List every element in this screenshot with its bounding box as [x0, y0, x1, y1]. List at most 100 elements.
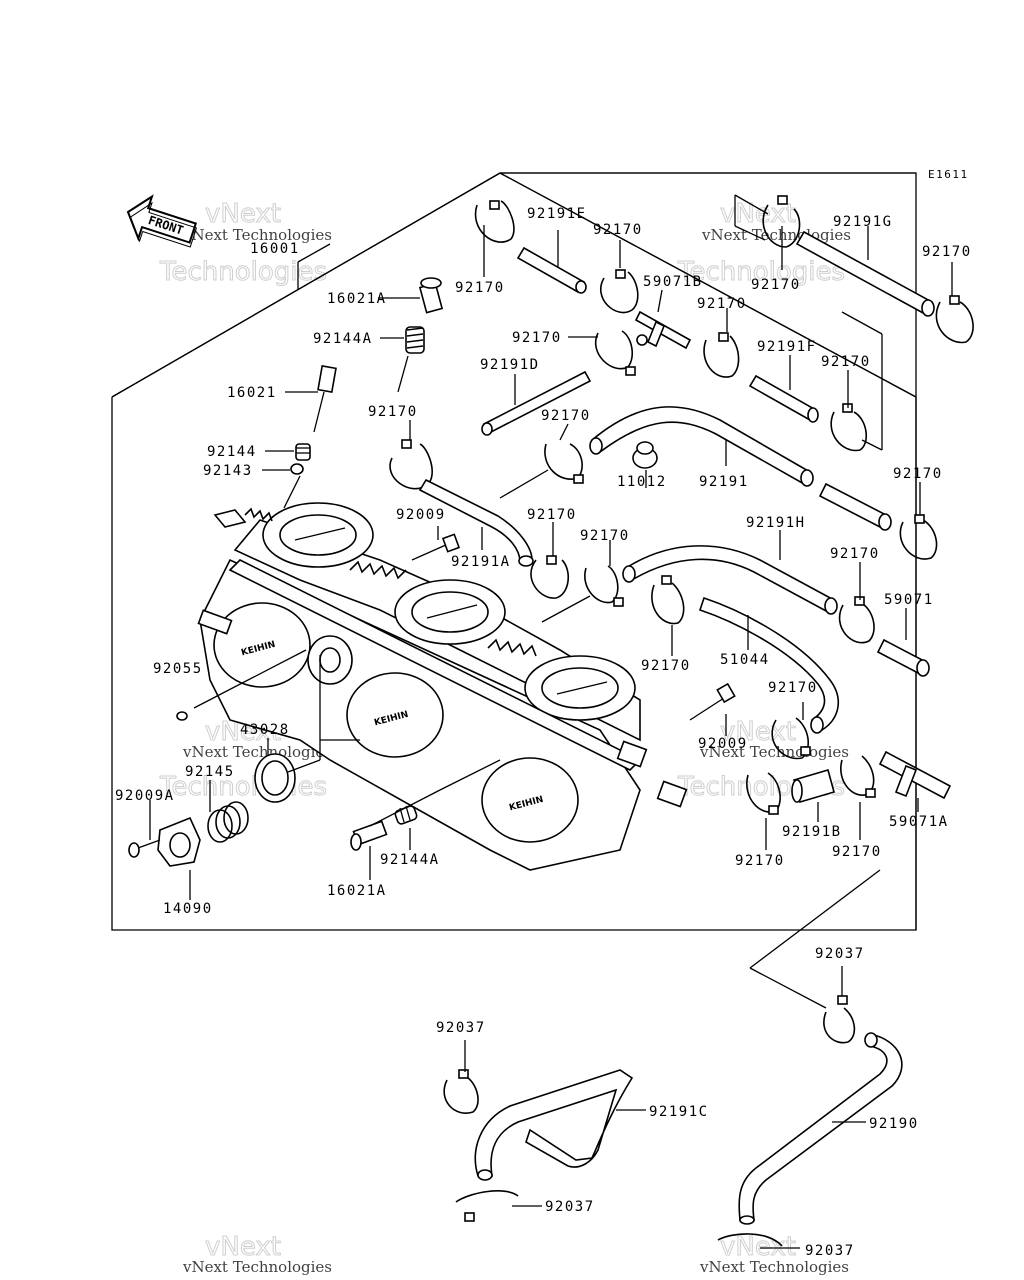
clamp-92037-b: [443, 1069, 479, 1114]
svg-text:vNext: vNext: [205, 199, 281, 229]
svg-text:vNext: vNext: [205, 1232, 281, 1262]
label-92170-i: 92170: [922, 244, 972, 260]
label-92170-l: 92170: [830, 546, 880, 562]
tee-fitting-59071B: [634, 310, 692, 350]
svg-text:vNext Technologies: vNext Technologies: [182, 226, 332, 244]
label-92143: 92143: [203, 463, 253, 479]
watermark-top-left: vNext Technologies vNext Technologies: [159, 199, 333, 288]
carburetor-assembly: KEIHIN KEIHIN KEIHIN: [197, 502, 688, 871]
svg-text:vNext Technologies: vNext Technologies: [701, 226, 851, 244]
label-16021: 16021: [227, 385, 277, 401]
screw-92009A: [128, 839, 161, 858]
screw-16021A-bottom: [350, 820, 388, 851]
pilot-screw-16021a: [418, 277, 444, 314]
label-92170-j: 92170: [821, 354, 871, 370]
label-92144: 92144: [207, 444, 257, 460]
o-ring-43028: [254, 753, 296, 803]
clamp-92170-k: [899, 514, 938, 560]
bolt-92009-right: [689, 682, 736, 721]
label-92191A: 92191A: [451, 554, 511, 570]
tee-fitting-59071A: [878, 750, 952, 800]
svg-text:vNext Technologies: vNext Technologies: [699, 1258, 849, 1276]
label-92191: 92191: [699, 474, 749, 490]
svg-text:vNext Technologies: vNext Technologies: [699, 743, 849, 761]
clamp-92170-h: [762, 195, 801, 248]
clamp-92170-m: [651, 575, 685, 625]
svg-text:Technologies: Technologies: [159, 772, 327, 802]
clamp-92170-top: [474, 200, 515, 243]
label-92191H: 92191H: [746, 515, 806, 531]
fitting-59071: [876, 638, 930, 677]
clamp-92170-j: [830, 403, 867, 452]
spring-92144: [295, 443, 311, 461]
clamp-92037-a: [823, 995, 856, 1044]
label-51044: 51044: [720, 652, 770, 668]
watermark-bottom-left: vNext vNext Technologies: [182, 1232, 332, 1277]
label-92037-d: 92037: [805, 1243, 855, 1259]
label-92170-f: 92170: [527, 507, 577, 523]
label-92170-d: 92170: [697, 296, 747, 312]
fitting-11012: [632, 441, 658, 469]
clamp-92170-i: [935, 295, 974, 344]
label-92009A: 92009A: [115, 788, 175, 804]
svg-text:Technologies: Technologies: [159, 257, 327, 287]
label-11012: 11012: [617, 474, 667, 490]
label-43028: 43028: [240, 722, 290, 738]
clamp-92037-c: [455, 1190, 519, 1222]
clamp-92170-p: [840, 755, 876, 798]
watermark-bottom-right: vNext vNext Technologies: [699, 1232, 849, 1277]
label-92170-p: 92170: [832, 844, 882, 860]
label-92037-b: 92037: [436, 1020, 486, 1036]
label-59071: 59071: [884, 592, 934, 608]
clamp-92170-f: [530, 555, 569, 599]
svg-text:vNext: vNext: [720, 717, 796, 747]
leader-lines: [149, 194, 953, 1249]
clamp-92170-o: [746, 772, 781, 815]
hose-92191F: [748, 374, 819, 423]
hose-92190: [738, 1032, 903, 1225]
hose-92191B: [791, 769, 835, 803]
label-92170-c: 92170: [512, 330, 562, 346]
label-92170-m: 92170: [641, 658, 691, 674]
hose-92191H: [622, 545, 838, 615]
label-92191C: 92191C: [649, 1104, 709, 1120]
label-92170-h: 92170: [751, 277, 801, 293]
label-92190: 92190: [869, 1116, 919, 1132]
hose-92191G: [795, 230, 935, 317]
vacuum-cover-3: [481, 757, 579, 843]
label-92170-g: 92170: [580, 528, 630, 544]
svg-text:vNext Technologies: vNext Technologies: [182, 743, 332, 761]
label-59071A: 59071A: [889, 814, 949, 830]
clamp-92170-g: [584, 565, 624, 607]
hose-92191E: [516, 246, 587, 294]
clamp-92170-l: [838, 596, 875, 644]
label-92144A-bottom: 92144A: [380, 852, 440, 868]
clamp-92170-c: [595, 330, 636, 376]
label-59071B: 59071B: [643, 274, 703, 290]
watermark-top-right: vNext Technologies vNext Technologies: [677, 199, 852, 288]
hose-92191-stub: [818, 482, 892, 531]
bolt-92009-top: [411, 533, 461, 561]
label-92170-b: 92170: [593, 222, 643, 238]
clamp-92170-d: [703, 332, 740, 378]
label-92191B: 92191B: [782, 824, 842, 840]
label-92170-top: 92170: [455, 280, 505, 296]
svg-text:vNext: vNext: [720, 1232, 796, 1262]
hose-92191D: [481, 370, 592, 436]
label-92170-o: 92170: [735, 853, 785, 869]
front-arrow-icon: FRONT: [126, 194, 198, 248]
svg-text:Technologies: Technologies: [677, 257, 845, 287]
hose-51044: [698, 596, 839, 734]
label-92009-a: 92009: [396, 507, 446, 523]
o-ring-92055: [176, 711, 188, 721]
part-labels: 16001 16021A 92144A 16021 92144 92143 92…: [115, 206, 972, 1259]
spring-92145: [207, 801, 249, 843]
label-92191D: 92191D: [480, 357, 540, 373]
label-92191E: 92191E: [527, 206, 587, 222]
vacuum-cover-1: [213, 602, 311, 688]
washer-92143: [290, 463, 304, 475]
label-92009-b: 92009: [698, 736, 748, 752]
vacuum-cover-2: [346, 672, 444, 758]
diagram-code: E1611: [928, 168, 969, 181]
spring-92144a: [405, 326, 425, 354]
